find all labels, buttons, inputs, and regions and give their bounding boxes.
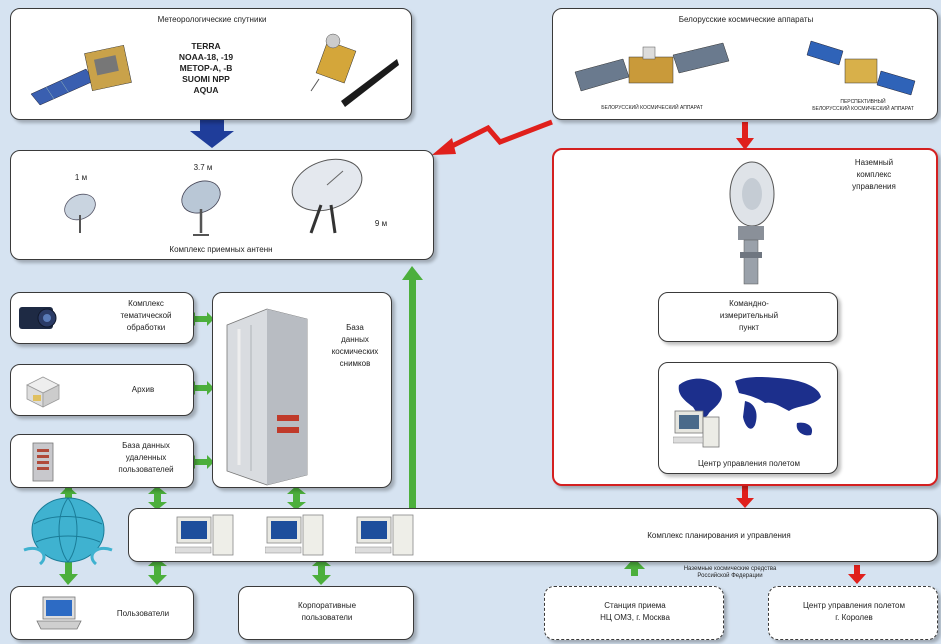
mcc-label: Центр управления полетом [698, 459, 800, 468]
green-arrow-planning-users [148, 558, 167, 585]
ground-control-title-2: комплекс [856, 170, 892, 179]
users-box: Пользователи [10, 586, 194, 640]
station-line-1: Станция приема [604, 601, 666, 610]
server-icon [32, 442, 54, 482]
satellite-aqua-icon [310, 33, 399, 107]
receiving-station-box: Станция приема НЦ ОМЗ, г. Москва [544, 586, 724, 640]
sat-name-terra: TERRA [191, 41, 221, 51]
small-antenna-icon [64, 193, 96, 233]
large-antenna-icon [291, 158, 363, 234]
workstation-icon-1 [175, 514, 234, 556]
russia-note-line-2: Российской Федерации [697, 573, 763, 579]
space-db-line-2: данных [341, 335, 369, 344]
tmc-box: Командно- измерительный пункт [658, 292, 838, 342]
korolev-line-1: Центр управления полетом [803, 601, 905, 610]
antennas-title: Комплекс приемных антенн [169, 245, 273, 254]
mcc-box: Центр управления полетом [658, 362, 838, 474]
green-arrow-remotedb-planning [148, 486, 167, 510]
satellite-terra-icon [30, 44, 132, 106]
thematic-line-3: обработки [126, 323, 166, 332]
sat-name-metop: METOP-A, -B [179, 63, 233, 73]
green-arrow-up-to-antennas [402, 266, 423, 510]
internet-globe-icon [23, 497, 113, 566]
planning-control-box: Комплекс планирования и управления [128, 508, 938, 562]
red-lightning-arrow [432, 119, 553, 155]
weather-satellites-title: Метеорологические спутники [157, 15, 267, 24]
remote-db-line-3: пользователей [118, 465, 174, 474]
ground-control-title-1: Наземный [854, 158, 894, 167]
remote-users-db-box: База данных удаленных пользователей [10, 434, 194, 488]
corporate-users-line-1: Корпоративные [297, 601, 357, 610]
corporate-users-line-2: пользователи [301, 613, 353, 622]
corporate-users-box: Корпоративные пользователи [238, 586, 414, 640]
space-db-line-4: снимков [339, 359, 371, 368]
antenna-size-small: 1 м [74, 173, 88, 182]
prospective-satellite-icon [806, 40, 916, 96]
green-arrow-to-users [59, 562, 78, 585]
belarus-satellite-icon [574, 42, 730, 92]
sat-name-suomi: SUOMI NPP [182, 74, 230, 84]
prospective-satellite-label-1: ПЕРСПЕКТИВНЫЙ [840, 99, 886, 105]
users-label: Пользователи [116, 609, 170, 618]
space-db-line-3: космических [331, 347, 379, 356]
thematic-line-2: тематической [120, 311, 172, 320]
antenna-size-large: 9 м [374, 219, 388, 228]
workstation-icon-3 [355, 514, 414, 556]
ground-control-title-3: управления [852, 182, 896, 191]
planning-label: Комплекс планирования и управления [647, 531, 791, 540]
prospective-satellite-label-2: БЕЛОРУССКИЙ КОСМИЧЕСКИЙ АППАРАТ [812, 106, 914, 112]
space-db-line-1: База [346, 323, 364, 332]
station-line-2: НЦ ОМЗ, г. Москва [600, 613, 670, 622]
weather-satellites-box: Метеорологические спутники TERRA NOAA-18… [10, 8, 412, 120]
korolev-mcc-box: Центр управления полетом г. Королев [768, 586, 938, 640]
green-arrow-db-planning [287, 486, 306, 510]
thematic-processing-box: Комплекс тематической обработки [10, 292, 194, 344]
archive-box: Архив [10, 364, 194, 416]
medium-antenna-icon [181, 180, 221, 236]
antennas-box: 1 м 3.7 м 9 м Комплекс приемных антенн [10, 150, 434, 260]
laptop-icon [36, 596, 82, 630]
green-arrow-planning-corporate [312, 558, 331, 585]
camera-icon [19, 307, 57, 329]
control-antenna-icon [729, 161, 775, 285]
green-arrow-to-station [624, 558, 645, 576]
korolev-line-2: г. Королев [835, 613, 873, 622]
archive-label: Архив [131, 385, 155, 394]
belarus-satellite-label: БЕЛОРУССКИЙ КОСМИЧЕСКИЙ АППАРАТ [601, 105, 703, 111]
tmc-line-1: Командно- [729, 299, 769, 308]
mcc-computer-icon [673, 410, 720, 448]
belarus-satellites-box: Белорусские космические аппараты БЕЛОРУС… [552, 8, 938, 120]
tmc-line-2: измерительный [719, 311, 779, 320]
space-images-db-box: База данных космических снимков [212, 292, 392, 488]
archive-box-icon [26, 376, 60, 408]
red-arrow-sats-to-ground [736, 122, 754, 150]
remote-db-line-2: удаленных [125, 453, 167, 462]
remote-db-line-1: База данных [122, 441, 170, 450]
workstation-icon-2 [265, 514, 324, 556]
thematic-line-1: Комплекс [128, 299, 164, 308]
green-arrow-remotedb-down [60, 486, 77, 498]
sat-name-aqua: AQUA [193, 85, 219, 95]
antenna-size-medium: 3.7 м [193, 163, 213, 172]
server-rack-icon [226, 308, 308, 486]
blue-arrow-down [190, 120, 234, 148]
belarus-satellites-title: Белорусские космические аппараты [678, 15, 814, 24]
russia-note-line-1: Наземные космические средства [683, 566, 777, 572]
red-arrow-to-korolev [848, 565, 866, 584]
tmc-line-3: пункт [738, 323, 759, 332]
sat-name-noaa: NOAA-18, -19 [178, 52, 234, 62]
